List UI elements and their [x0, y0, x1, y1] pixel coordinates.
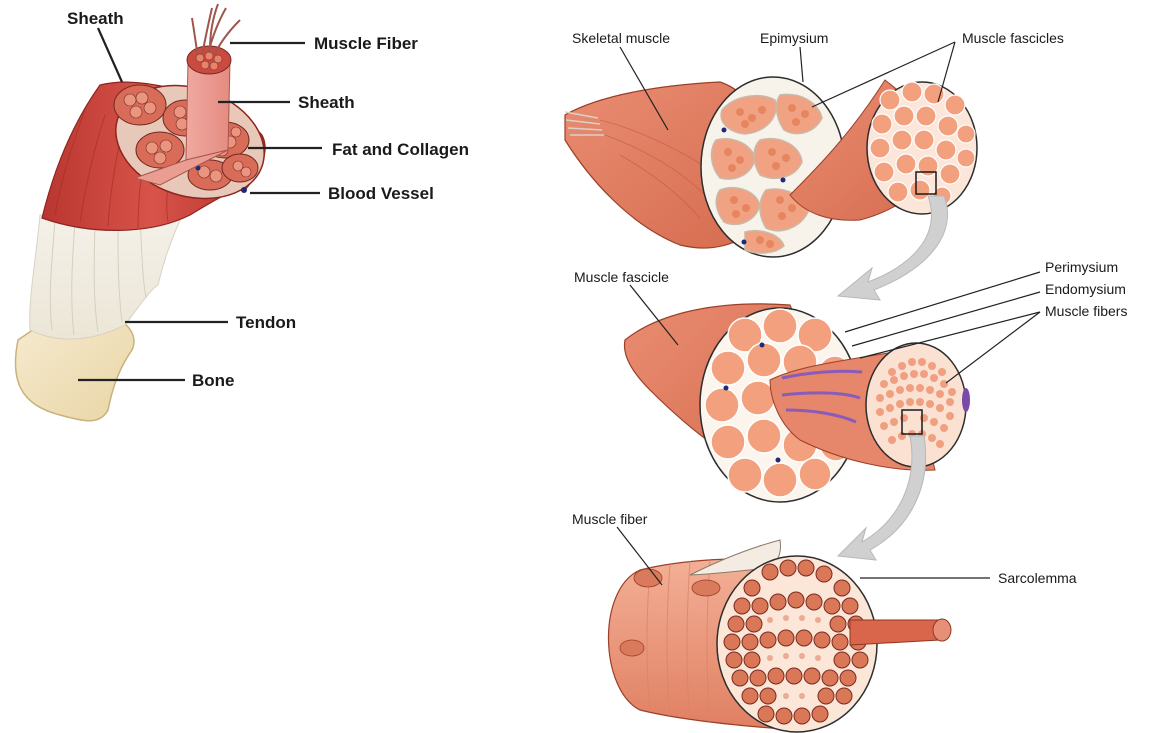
label-muscle-fiber: Muscle Fiber	[314, 34, 418, 53]
label-blood-vessel: Blood Vessel	[328, 184, 434, 203]
label-fat-and-collagen: Fat and Collagen	[332, 140, 469, 159]
label-muscle-fiber: Muscle fiber	[572, 511, 648, 527]
vessel-dot-a	[722, 128, 727, 133]
label-sheath: Sheath	[298, 93, 355, 112]
label-skeletal-muscle: Skeletal muscle	[572, 30, 670, 46]
nucleus-3	[692, 580, 720, 596]
vessel-dot-e	[776, 458, 781, 463]
myofibril-end	[933, 619, 951, 641]
muscle-fiber-illustration	[608, 540, 951, 732]
vessel-dot-c	[781, 178, 786, 183]
vessel-dot-b	[742, 240, 747, 245]
label-epimysium: Epimysium	[760, 30, 828, 46]
nucleus-1	[634, 569, 662, 587]
label-bone: Bone	[192, 371, 235, 390]
skeletal-muscle-illustration	[565, 77, 977, 257]
left-muscle-illustration	[15, 4, 279, 421]
label-perimysium: Perimysium	[1045, 259, 1118, 275]
label-sarcolemma: Sarcolemma	[998, 570, 1077, 586]
vessel-dot-f	[724, 386, 729, 391]
blood-vessel-dot	[241, 187, 247, 193]
label-sheath-top: Sheath	[67, 9, 124, 28]
label-muscle-fascicle: Muscle fascicle	[574, 269, 669, 285]
label-muscle-fascicles: Muscle fascicles	[962, 30, 1064, 46]
label-tendon: Tendon	[236, 313, 296, 332]
label-endomysium: Endomysium	[1045, 281, 1126, 297]
purple-fiber-mark	[962, 388, 970, 412]
nucleus-2	[620, 640, 644, 656]
sheath-tube	[186, 62, 230, 160]
label-muscle-fibers: Muscle fibers	[1045, 303, 1127, 319]
vessel-dot-d	[760, 343, 765, 348]
